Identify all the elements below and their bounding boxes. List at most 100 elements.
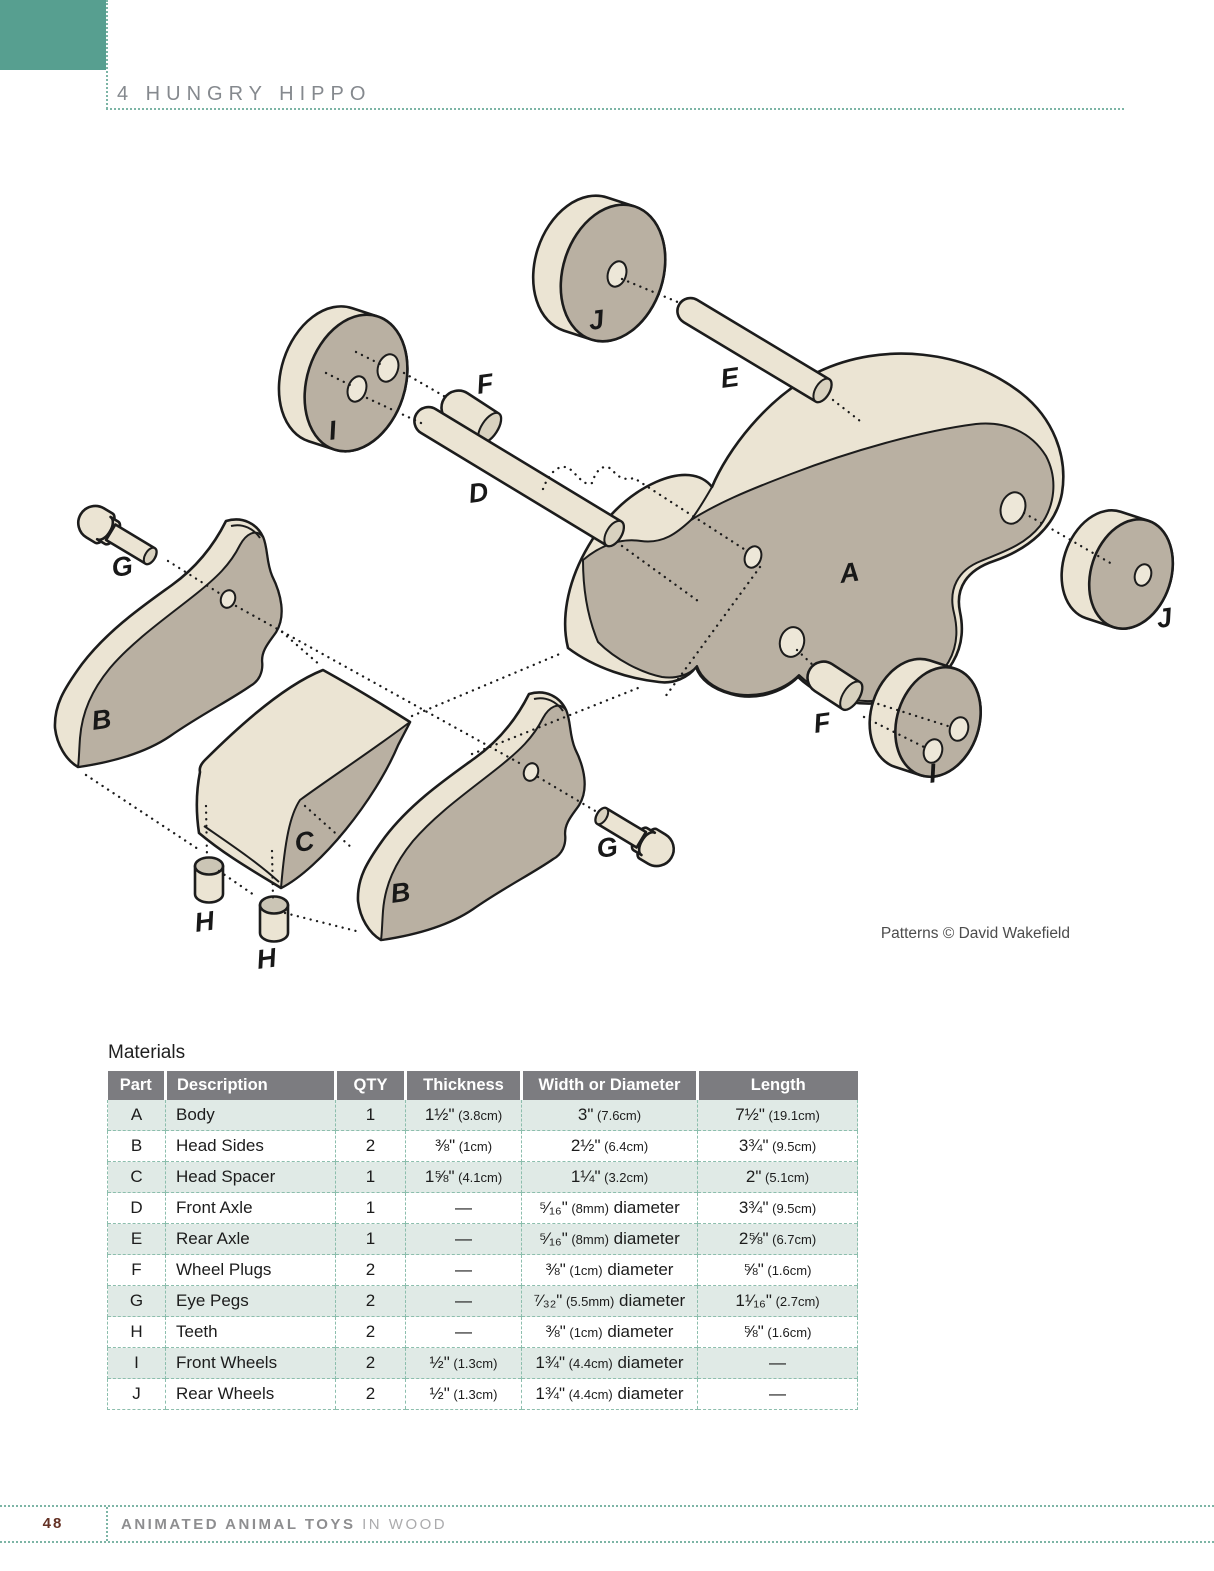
part-i-front-wheel-left xyxy=(277,305,409,453)
page-number: 48 xyxy=(0,1507,108,1541)
cell-meas: — xyxy=(405,1254,522,1286)
label-b-right: B xyxy=(389,877,412,909)
corner-accent-block xyxy=(0,0,106,70)
cell-qty: 1 xyxy=(335,1161,406,1193)
column-header-part: Part xyxy=(107,1071,166,1100)
cell-part: H xyxy=(107,1316,166,1348)
materials-table: Part Description QTY Thickness Width or … xyxy=(107,1071,858,1410)
cell-meas: ⅝" (1.6cm) xyxy=(697,1254,858,1286)
label-f-top: F xyxy=(475,368,497,400)
label-b-left: B xyxy=(90,704,113,736)
label-c: C xyxy=(293,825,317,857)
part-j-rear-wheel-right xyxy=(1060,509,1175,630)
label-f-right: F xyxy=(812,707,834,739)
book-title-main: ANIMATED ANIMAL TOYS xyxy=(121,1515,356,1533)
cell-meas: ½" (1.3cm) xyxy=(405,1347,522,1379)
cell-part: D xyxy=(107,1192,166,1224)
cell-part: G xyxy=(107,1285,166,1317)
cell-qty: 1 xyxy=(335,1100,406,1131)
cell-meas: ⅜" (1cm) xyxy=(405,1130,522,1162)
cell-meas: 1½" (3.8cm) xyxy=(405,1100,522,1131)
cell-meas: ½" (1.3cm) xyxy=(405,1378,522,1410)
cell-meas: ⅜" (1cm) diameter xyxy=(521,1316,698,1348)
cell-meas: — xyxy=(405,1192,522,1224)
cell-qty: 2 xyxy=(335,1316,406,1348)
cell-meas: ⁵⁄₁₆" (8mm) diameter xyxy=(521,1223,698,1255)
part-b-head-side-right xyxy=(356,691,586,942)
cell-meas: — xyxy=(405,1316,522,1348)
exploded-diagram: J E I F D A J G B C B G H H F I Patterns… xyxy=(53,194,1175,975)
page-footer: 48 ANIMATED ANIMAL TOYS IN WOOD xyxy=(0,1505,1214,1543)
materials-section: Materials Part Description QTY Thickness… xyxy=(107,1042,859,1410)
label-e: E xyxy=(719,362,742,394)
cell-part: C xyxy=(107,1161,166,1193)
cell-meas: 3¾" (9.5cm) xyxy=(697,1192,858,1224)
cell-part: J xyxy=(107,1378,166,1410)
cell-qty: 2 xyxy=(335,1254,406,1286)
cell-part: E xyxy=(107,1223,166,1255)
part-h-tooth-2 xyxy=(258,895,290,943)
cell-qty: 2 xyxy=(335,1347,406,1379)
cell-meas: ⁵⁄₁₆" (8mm) diameter xyxy=(521,1192,698,1224)
part-g-eye-peg-left xyxy=(77,504,158,566)
header-vertical-rule xyxy=(106,0,108,109)
cell-meas: — xyxy=(405,1223,522,1255)
cell-desc: Front Axle xyxy=(165,1192,336,1224)
cell-part: B xyxy=(107,1130,166,1162)
label-d: D xyxy=(467,477,490,509)
cell-meas: 2½" (6.4cm) xyxy=(521,1130,698,1162)
cell-meas: 1¾" (4.4cm) diameter xyxy=(521,1378,698,1410)
label-g-left: G xyxy=(110,550,135,583)
cell-part: A xyxy=(107,1100,166,1131)
label-j-right: J xyxy=(1155,602,1175,634)
part-j-rear-wheel-top xyxy=(531,194,667,343)
part-e-rear-axle xyxy=(676,296,833,404)
cell-meas: 1⅝" (4.1cm) xyxy=(405,1161,522,1193)
cell-meas: — xyxy=(697,1347,858,1379)
cell-qty: 2 xyxy=(335,1130,406,1162)
cell-meas: 1¾" (4.4cm) diameter xyxy=(521,1347,698,1379)
cell-part: I xyxy=(107,1347,166,1379)
materials-title: Materials xyxy=(108,1042,186,1063)
column-header-description: Description xyxy=(164,1071,336,1100)
cell-meas: 2⅝" (6.7cm) xyxy=(697,1223,858,1255)
cell-desc: Wheel Plugs xyxy=(165,1254,336,1286)
part-b-head-side-left xyxy=(53,518,283,769)
cell-meas: 2" (5.1cm) xyxy=(697,1161,858,1193)
part-labels: J E I F D A J G B C B G H H F I xyxy=(90,304,1175,975)
part-h-tooth-1 xyxy=(193,856,225,904)
cell-qty: 2 xyxy=(335,1378,406,1410)
column-header-qty: QTY xyxy=(334,1071,406,1100)
cell-meas: 7½" (19.1cm) xyxy=(697,1100,858,1131)
part-c-head-spacer xyxy=(195,668,412,890)
book-title-sub: IN WOOD xyxy=(362,1515,448,1533)
cell-meas: 3¾" (9.5cm) xyxy=(697,1130,858,1162)
book-title: ANIMATED ANIMAL TOYS IN WOOD xyxy=(121,1516,447,1533)
label-h-1: H xyxy=(193,905,217,937)
cell-meas: 1¹⁄₁₆" (2.7cm) xyxy=(697,1285,858,1317)
label-g-right: G xyxy=(595,831,620,864)
cell-desc: Front Wheels xyxy=(165,1347,336,1379)
cell-desc: Eye Pegs xyxy=(165,1285,336,1317)
part-d-front-axle xyxy=(413,405,625,548)
column-header-thickness: Thickness xyxy=(404,1071,522,1100)
cell-qty: 2 xyxy=(335,1285,406,1317)
table-header-row: Part Description QTY Thickness Width or … xyxy=(107,1071,858,1100)
cell-meas: 3" (7.6cm) xyxy=(521,1100,698,1131)
cell-meas: — xyxy=(405,1285,522,1317)
cell-meas: 1¼" (3.2cm) xyxy=(521,1161,698,1193)
cell-desc: Teeth xyxy=(165,1316,336,1348)
label-a: A xyxy=(837,557,861,590)
label-h-2: H xyxy=(255,942,279,974)
